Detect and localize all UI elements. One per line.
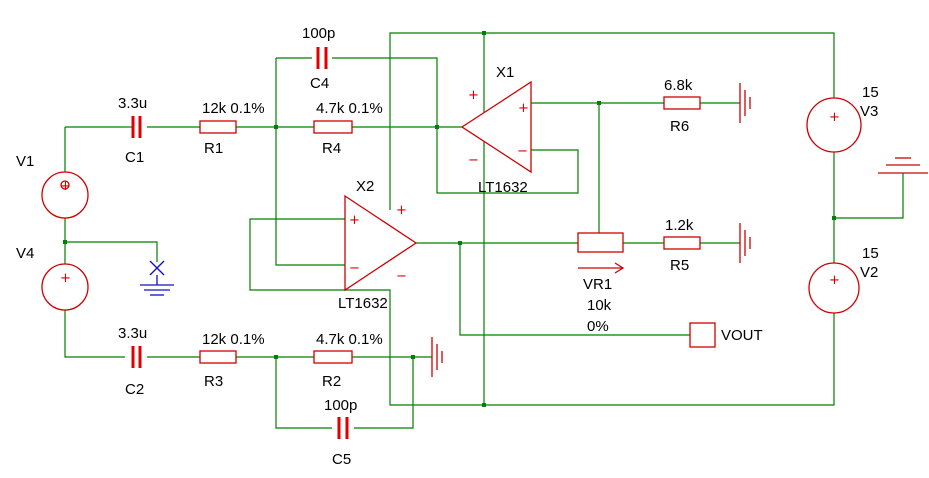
v3-name: V3 bbox=[860, 103, 878, 120]
capacitor-c1: 3.3u C1 bbox=[118, 95, 147, 166]
resistor-r3: 12k 0.1% R3 bbox=[199, 331, 265, 390]
vout-label: VOUT bbox=[721, 327, 763, 344]
x1-minus-input: − bbox=[517, 144, 528, 159]
vr1-name: VR1 bbox=[583, 276, 612, 293]
ground-ref-icon bbox=[140, 260, 174, 296]
opamp-x2: + − + − X2 LT1632 bbox=[338, 178, 418, 312]
v3-value: 15 bbox=[862, 84, 879, 101]
v2-name: V2 bbox=[860, 264, 878, 281]
r2-name: R2 bbox=[322, 373, 341, 390]
r4-name: R4 bbox=[322, 140, 341, 157]
r5-value: 1.2k bbox=[665, 217, 694, 234]
r1-name: R1 bbox=[204, 140, 223, 157]
ground-icon-r6 bbox=[739, 83, 751, 123]
capacitor-c5: 100p C5 bbox=[324, 397, 357, 468]
r3-name: R3 bbox=[204, 373, 223, 390]
r6-name: R6 bbox=[670, 118, 689, 135]
v4-name: V4 bbox=[16, 245, 34, 262]
ground-icon-r5 bbox=[739, 223, 751, 263]
r2-value: 4.7k 0.1% bbox=[316, 331, 383, 348]
r1-value: 12k 0.1% bbox=[202, 100, 265, 117]
x2-plus-input: + bbox=[349, 213, 360, 228]
capacitor-c4: 100p C4 bbox=[302, 25, 335, 92]
x2-name: X2 bbox=[356, 178, 374, 195]
x2-supply-minus: − bbox=[396, 269, 407, 284]
vout-port: VOUT bbox=[689, 322, 763, 348]
resistor-r1: 12k 0.1% R1 bbox=[199, 100, 265, 157]
v4-plus-sign: + bbox=[60, 271, 71, 286]
source-v3: + 15 V3 bbox=[806, 84, 879, 153]
resistor-r2: 4.7k 0.1% R2 bbox=[313, 331, 383, 390]
wires bbox=[64, 32, 904, 429]
r6-value: 6.8k bbox=[664, 77, 693, 94]
r5-name: R5 bbox=[670, 257, 689, 274]
x1-supply-minus: − bbox=[468, 153, 479, 168]
x1-supply-plus: + bbox=[468, 88, 479, 103]
c2-name: C2 bbox=[125, 381, 144, 398]
capacitor-c2: 3.3u C2 bbox=[118, 325, 147, 398]
potentiometer-vr1: VR1 10k 0% bbox=[577, 232, 625, 335]
c1-value: 3.3u bbox=[118, 95, 147, 112]
vr1-setting: 0% bbox=[587, 318, 609, 335]
resistor-r4: 4.7k 0.1% R4 bbox=[313, 100, 383, 157]
source-v4: + V4 bbox=[16, 245, 89, 311]
c1-name: C1 bbox=[125, 149, 144, 166]
r3-value: 12k 0.1% bbox=[202, 331, 265, 348]
c2-value: 3.3u bbox=[118, 325, 147, 342]
v3-plus-sign: + bbox=[829, 110, 840, 125]
source-v2: + 15 V2 bbox=[808, 245, 879, 314]
x1-plus-input: + bbox=[518, 101, 529, 116]
c4-name: C4 bbox=[310, 75, 329, 92]
v1-name: V1 bbox=[16, 153, 34, 170]
r4-value: 4.7k 0.1% bbox=[316, 100, 383, 117]
v1-plus-sign: + bbox=[60, 179, 71, 194]
vr1-value: 10k bbox=[587, 297, 612, 314]
c5-value: 100p bbox=[324, 397, 357, 414]
x2-part: LT1632 bbox=[338, 295, 388, 312]
ground-icon-supply bbox=[878, 157, 928, 174]
x1-name: X1 bbox=[496, 64, 514, 81]
c5-name: C5 bbox=[332, 451, 351, 468]
resistor-r5: 1.2k R5 bbox=[663, 217, 701, 274]
v2-value: 15 bbox=[862, 245, 879, 262]
junctions bbox=[63, 31, 836, 407]
x2-minus-input: − bbox=[349, 261, 360, 276]
ground-icon-r2 bbox=[431, 337, 443, 377]
resistor-r6: 6.8k R6 bbox=[663, 77, 701, 135]
source-v1: + V1 bbox=[16, 153, 89, 219]
c4-value: 100p bbox=[302, 25, 335, 42]
v2-plus-sign: + bbox=[829, 273, 840, 288]
x1-part: LT1632 bbox=[478, 179, 528, 196]
x2-supply-plus: + bbox=[396, 203, 407, 218]
opamp-x1: + − + − X1 LT1632 bbox=[460, 64, 532, 196]
